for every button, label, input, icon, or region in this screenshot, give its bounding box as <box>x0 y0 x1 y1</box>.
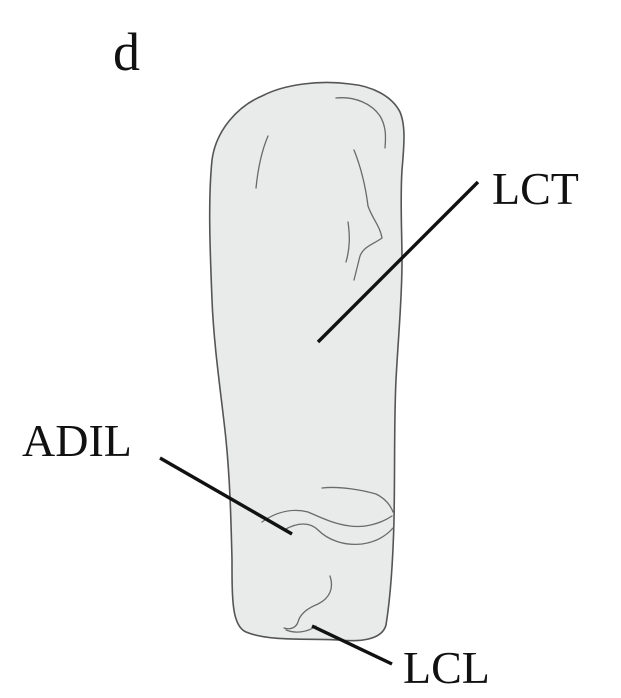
bone-outline <box>210 83 404 641</box>
label-lct: LCT <box>492 163 579 214</box>
label-adil: ADIL <box>22 415 132 466</box>
panel-letter: d <box>113 22 140 82</box>
label-lcl: LCL <box>403 642 490 693</box>
